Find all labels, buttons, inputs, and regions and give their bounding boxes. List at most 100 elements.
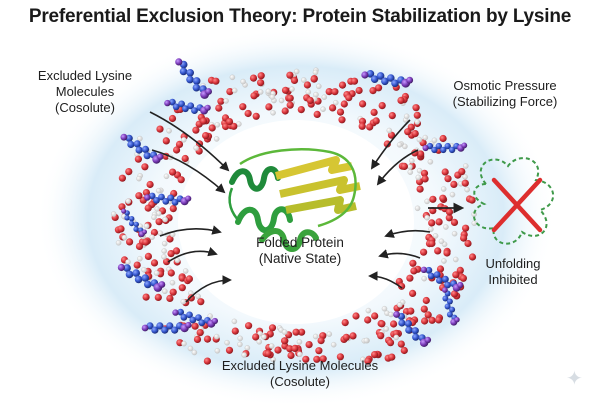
water-oxygen-atom: [372, 117, 380, 125]
lysine-atom: [186, 311, 193, 319]
water-hydrogen-atom: [213, 333, 220, 340]
lysine-atom: [195, 314, 202, 321]
water-oxygen-atom: [181, 154, 189, 163]
water-oxygen-atom: [163, 258, 171, 266]
water-oxygen-atom: [231, 327, 239, 335]
lysine-atom: [381, 77, 389, 86]
water-oxygen-atom: [422, 296, 430, 305]
pressure-arrow: [185, 275, 232, 303]
water-oxygen-atom: [244, 109, 252, 118]
water-oxygen-atom: [341, 319, 349, 327]
water-oxygen-atom: [118, 174, 126, 182]
water-oxygen-atom: [421, 175, 429, 183]
water-hydrogen-atom: [422, 134, 429, 141]
lysine-head-atom: [393, 311, 400, 318]
water-oxygen-atom: [196, 329, 204, 337]
water-oxygen-atom: [313, 355, 321, 363]
water-oxygen-atom: [439, 134, 447, 143]
protein-sheet: [274, 156, 353, 180]
water-hydrogen-atom: [320, 106, 326, 112]
water-hydrogen-atom: [223, 98, 229, 104]
lysine-atom: [405, 326, 413, 334]
lysine-atom: [411, 327, 419, 335]
protein-helix: [235, 206, 293, 234]
water-oxygen-atom: [239, 103, 247, 111]
lysine-atom: [192, 83, 201, 92]
water-oxygen-atom: [230, 122, 238, 130]
protein-helix: [229, 166, 281, 192]
water-oxygen-atom: [178, 284, 186, 292]
lysine-head-atom: [121, 208, 127, 214]
water-oxygen-atom: [169, 205, 177, 213]
lysine-atom: [144, 280, 152, 289]
label-line: Excluded Lysine: [37, 68, 133, 83]
water-oxygen-atom: [364, 316, 372, 324]
water-hydrogen-atom: [269, 94, 276, 100]
water-oxygen-atom: [411, 130, 419, 138]
lysine-head-atom: [442, 287, 448, 293]
pressure-arrow: [368, 271, 403, 289]
water-oxygen-atom: [187, 294, 195, 302]
water-oxygen-atom: [249, 74, 258, 82]
water-oxygen-atom: [133, 261, 141, 269]
water-oxygen-atom: [345, 94, 353, 102]
water-oxygen-atom: [460, 234, 468, 242]
water-oxygen-atom: [315, 347, 323, 355]
lysine-atom: [123, 264, 131, 272]
water-oxygen-atom: [281, 86, 290, 94]
water-oxygen-atom: [358, 122, 366, 130]
lysine-head-atom: [157, 153, 164, 160]
lysine-atom: [391, 79, 399, 88]
water-hydrogen-atom: [305, 89, 312, 95]
water-oxygen-atom: [298, 328, 306, 336]
lysine-atom: [177, 308, 185, 316]
lysine-atom: [387, 74, 395, 82]
water-oxygen-atom: [355, 86, 363, 95]
water-hydrogen-atom: [121, 234, 128, 241]
water-oxygen-atom: [421, 317, 429, 325]
water-oxygen-atom: [450, 180, 458, 188]
water-oxygen-atom: [436, 265, 445, 273]
water-oxygen-atom: [146, 180, 154, 189]
water-hydrogen-atom: [136, 175, 142, 182]
water-oxygen-atom: [286, 101, 294, 109]
diagram-title: Preferential Exclusion Theory: Protein S…: [28, 6, 572, 27]
water-hydrogen-atom: [321, 94, 328, 100]
water-oxygen-atom: [154, 293, 162, 301]
lysine-head-atom: [457, 281, 464, 289]
lysine-head-atom: [164, 99, 171, 107]
water-oxygen-atom: [443, 249, 451, 257]
water-hydrogen-atom: [424, 214, 430, 221]
water-hydrogen-atom: [333, 99, 339, 106]
water-hydrogen-atom: [161, 248, 167, 254]
unfolded-protein: [472, 157, 554, 245]
water-hydrogen-atom: [231, 87, 238, 94]
water-hydrogen-atom: [155, 187, 162, 194]
lysine-head-atom: [175, 58, 183, 66]
water-hydrogen-atom: [237, 335, 243, 342]
water-hydrogen-atom: [443, 224, 449, 230]
water-hydrogen-atom: [187, 345, 194, 352]
lysine-molecule: [361, 70, 414, 88]
label-line: Inhibited: [488, 272, 538, 287]
lysine-atom: [161, 326, 169, 334]
water-hydrogen-atom: [181, 340, 187, 347]
lysine-head-atom: [185, 321, 192, 329]
lysine-atom: [158, 193, 165, 201]
water-oxygen-atom: [420, 248, 428, 256]
water-oxygen-atom: [252, 333, 260, 341]
water-hydrogen-atom: [462, 174, 468, 180]
water-oxygen-atom: [292, 328, 300, 336]
water-oxygen-atom: [274, 346, 282, 354]
label-line: Unfolding: [485, 256, 541, 271]
water-hydrogen-atom: [414, 119, 420, 125]
label-line: (Stabilizing Force): [452, 94, 558, 109]
water-hydrogen-atom: [257, 89, 264, 95]
lysine-atom: [446, 311, 453, 318]
water-oxygen-atom: [417, 150, 425, 158]
water-oxygen-atom: [390, 320, 398, 328]
lysine-molecule: [422, 142, 468, 154]
water-oxygen-atom: [291, 344, 299, 352]
water-hydrogen-atom: [386, 127, 393, 134]
protein-loop: [239, 148, 357, 228]
